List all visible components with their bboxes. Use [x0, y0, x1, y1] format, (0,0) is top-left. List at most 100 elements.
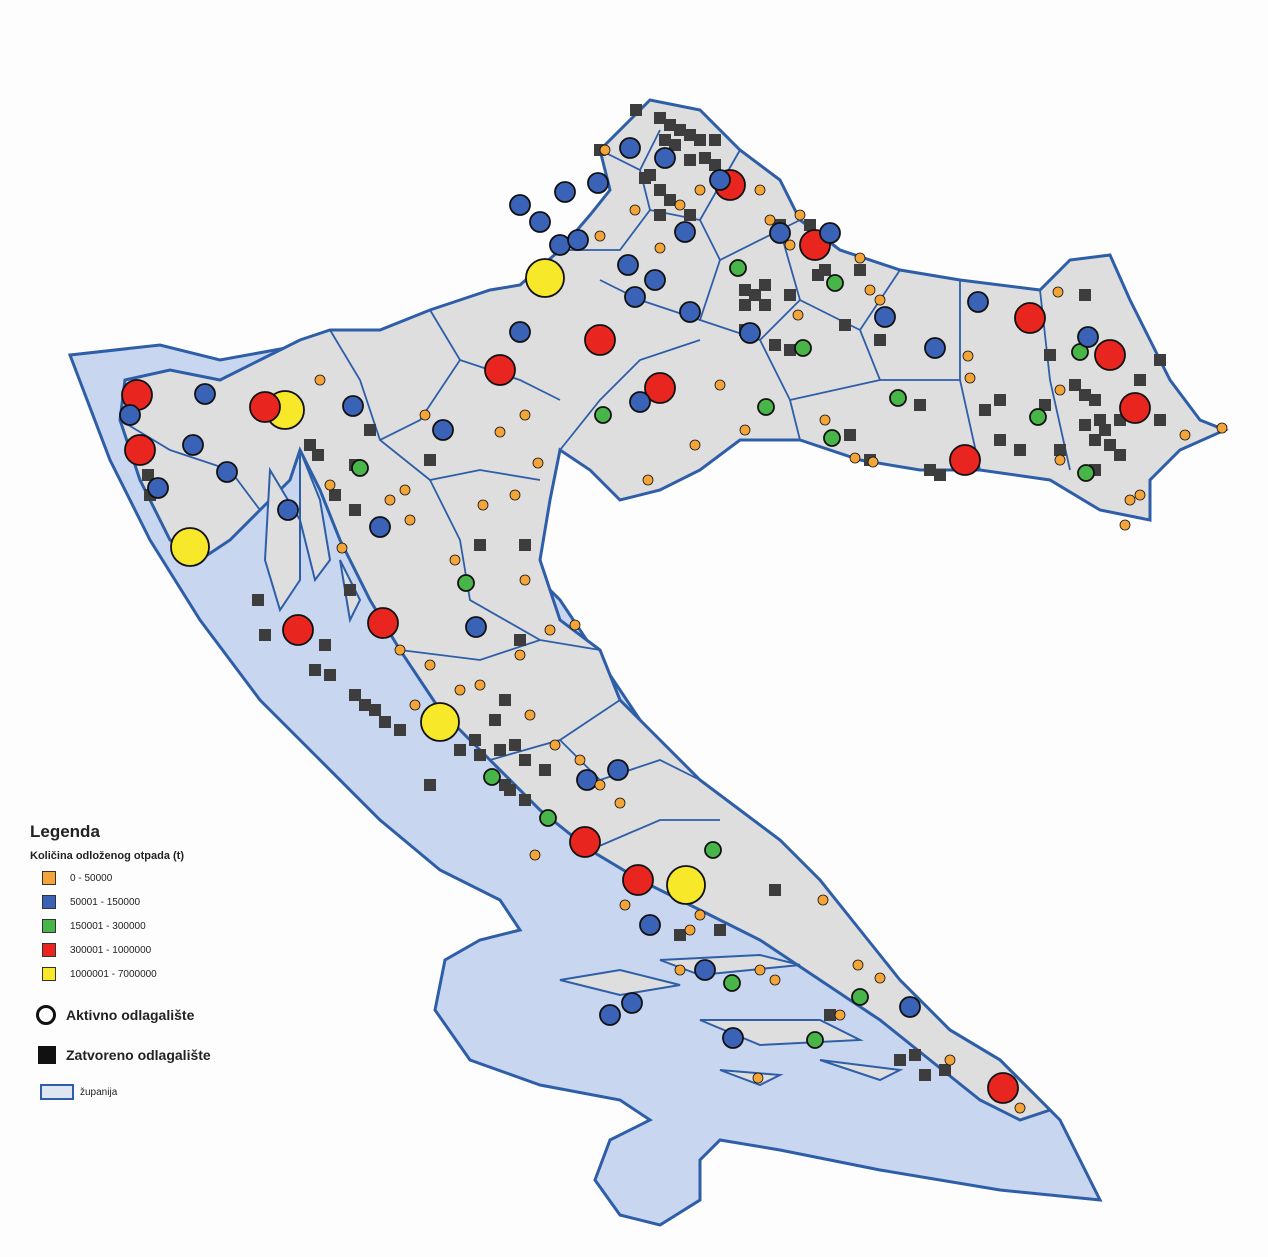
active-landfill-marker: [324, 479, 336, 491]
closed-landfill-marker: [819, 264, 831, 276]
closed-landfill-layer: [142, 104, 1166, 1081]
closed-landfill-marker: [694, 134, 706, 146]
active-landfill-marker: [709, 169, 731, 191]
closed-landfill-marker: [424, 779, 436, 791]
active-landfill-marker: [1124, 494, 1136, 506]
closed-landfill-marker: [324, 669, 336, 681]
closed-landfill-marker: [489, 714, 501, 726]
active-landfill-marker: [624, 286, 646, 308]
legend-subtitle: Količina odloženog otpada (t): [30, 850, 184, 862]
active-landfill-marker: [569, 619, 581, 631]
active-landfill-marker: [964, 372, 976, 384]
closed-landfill-marker: [499, 694, 511, 706]
active-landfill-marker: [794, 339, 812, 357]
legend-class: 150001 - 300000: [30, 914, 211, 938]
active-landfill-marker: [806, 1031, 824, 1049]
active-landfill-marker: [962, 350, 974, 362]
active-landfill-marker: [457, 574, 475, 592]
closed-landfill-marker: [659, 134, 671, 146]
closed-landfill-marker: [669, 139, 681, 151]
closed-landfill-marker: [494, 744, 506, 756]
closed-landfill-marker: [924, 464, 936, 476]
closed-landfill-marker: [909, 1049, 921, 1061]
active-landfill-marker: [409, 699, 421, 711]
active-landfill-marker: [594, 779, 606, 791]
active-landfill-marker: [529, 849, 541, 861]
active-landfill-marker: [1014, 302, 1046, 334]
active-landfill-marker: [1014, 1102, 1026, 1114]
closed-landfill-marker: [359, 699, 371, 711]
active-landfill-marker: [867, 456, 879, 468]
legend-swatch: [42, 967, 56, 981]
active-landfill-marker: [587, 172, 609, 194]
active-landfill-marker: [549, 739, 561, 751]
active-landfill-marker: [644, 269, 666, 291]
active-landfill-marker: [769, 222, 791, 244]
active-landfill-marker: [539, 809, 557, 827]
closed-landfill-marker: [839, 319, 851, 331]
active-landfill-marker: [182, 434, 204, 456]
active-landfill-marker: [1119, 519, 1131, 531]
closed-landfill-marker: [259, 629, 271, 641]
active-landfill-marker: [394, 644, 406, 656]
closed-landfill-marker: [664, 194, 676, 206]
active-landfill-marker: [792, 309, 804, 321]
active-landfill-marker: [607, 759, 629, 781]
active-landfill-marker: [739, 424, 751, 436]
active-landfill-marker: [654, 147, 676, 169]
closed-landfill-marker: [749, 289, 761, 301]
active-landfill-marker: [544, 624, 556, 636]
active-landfill-marker: [569, 826, 601, 858]
active-landfill-marker: [509, 194, 531, 216]
closed-landfill-marker: [1039, 399, 1051, 411]
active-landfill-marker: [619, 137, 641, 159]
active-landfill-marker: [483, 768, 501, 786]
closed-landfill-marker: [684, 129, 696, 141]
closed-landfill-marker: [714, 924, 726, 936]
closed-landfill-marker: [519, 794, 531, 806]
active-landfill-marker: [722, 1027, 744, 1049]
active-landfill-marker: [574, 754, 586, 766]
legend-closed-label: Zatvoreno odlagalište: [66, 1047, 211, 1063]
legend-classes: 0 - 50000 50001 - 150000 150001 - 300000…: [30, 866, 211, 986]
closed-landfill-marker: [329, 489, 341, 501]
closed-landfill-marker: [769, 884, 781, 896]
active-landfill-marker: [509, 321, 531, 343]
active-landfill-marker: [967, 291, 989, 313]
closed-landfill-marker: [509, 739, 521, 751]
active-landfill-marker: [277, 499, 299, 521]
closed-landfill-marker: [369, 704, 381, 716]
closed-landfill-marker: [1154, 354, 1166, 366]
legend-active: Aktivno odlagalište: [30, 996, 211, 1034]
active-landfill-marker: [851, 988, 869, 1006]
active-landfill-marker: [944, 1054, 956, 1066]
active-landfill-marker: [567, 229, 589, 251]
active-landfill-marker: [874, 306, 896, 328]
closed-landfill-marker: [684, 209, 696, 221]
closed-landfill-marker: [644, 169, 656, 181]
active-landfill-marker: [684, 924, 696, 936]
active-landfill-marker: [532, 457, 544, 469]
active-landfill-marker: [784, 239, 796, 251]
active-landfill-marker: [619, 899, 631, 911]
active-landfill-marker: [642, 474, 654, 486]
legend-class: 50001 - 150000: [30, 890, 211, 914]
active-landfill-marker: [419, 409, 431, 421]
active-landfill-marker: [369, 516, 391, 538]
closed-landfill-marker: [319, 639, 331, 651]
closed-landfill-marker: [1069, 379, 1081, 391]
active-landfill-marker: [599, 144, 611, 156]
legend-class-label: 300001 - 1000000: [70, 944, 152, 956]
closed-landfill-marker: [1079, 389, 1091, 401]
active-landfill-marker: [554, 181, 576, 203]
closed-landfill-marker: [344, 584, 356, 596]
active-landfill-marker: [654, 242, 666, 254]
closed-landfill-marker: [1014, 444, 1026, 456]
active-landfill-marker: [949, 444, 981, 476]
active-landfill-marker: [854, 252, 866, 264]
active-landfill-marker: [674, 964, 686, 976]
active-landfill-marker: [477, 499, 489, 511]
active-landfill-marker: [549, 234, 571, 256]
legend-class: 0 - 50000: [30, 866, 211, 890]
closed-landfill-marker: [664, 119, 676, 131]
